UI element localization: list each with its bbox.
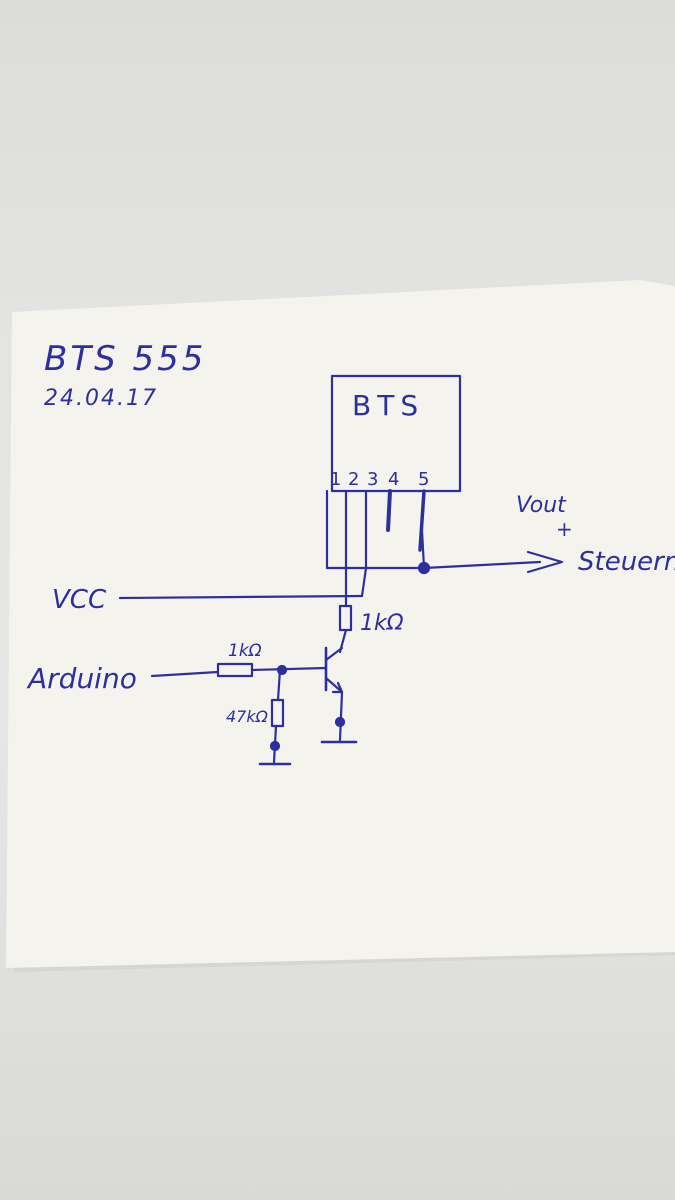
arduino-wire — [150, 670, 220, 678]
output-label: Steuern — [578, 547, 675, 577]
pin-4-lead — [386, 489, 392, 532]
pin-number-5: 5 — [418, 469, 429, 490]
emitter-wire — [338, 690, 344, 742]
emitter-dot — [334, 716, 346, 728]
vcc-label: VCC — [52, 585, 107, 615]
pulldown-dot — [269, 740, 281, 752]
transistor-collector — [324, 646, 344, 662]
collector-resistor-label: 1kΩ — [360, 611, 404, 636]
output-line — [422, 560, 542, 570]
arduino-label: Arduino — [26, 662, 137, 695]
pin-number-2: 2 — [348, 469, 359, 490]
pulldown-wire-top — [276, 668, 282, 702]
chip-label: BTS — [352, 389, 424, 422]
header-title: BTS 555 — [44, 339, 206, 379]
pin-5-lead — [418, 489, 426, 552]
chip-body — [330, 374, 462, 493]
base-wire — [250, 666, 328, 672]
pulldown-resistor — [270, 698, 285, 728]
vcc-line — [118, 594, 364, 600]
vout-plus: + — [556, 517, 573, 541]
vcc-to-pin3 — [360, 566, 368, 598]
transistor-emitter — [324, 676, 344, 694]
pin-5-drop — [420, 528, 426, 570]
pin-number-4: 4 — [388, 469, 399, 490]
base-resistor-label: 1kΩ — [228, 641, 262, 661]
pin-number-1: 1 — [330, 469, 341, 490]
vout-label: Vout — [516, 493, 567, 518]
ink-drawing: BTS 555 24.04.17 BTS 1 2 3 4 5 Steuern V… — [26, 339, 675, 766]
header-date: 24.04.17 — [44, 386, 158, 411]
pin-number-3: 3 — [367, 469, 378, 490]
output-arrow — [526, 550, 564, 574]
pulldown-resistor-label: 47kΩ — [226, 707, 269, 726]
